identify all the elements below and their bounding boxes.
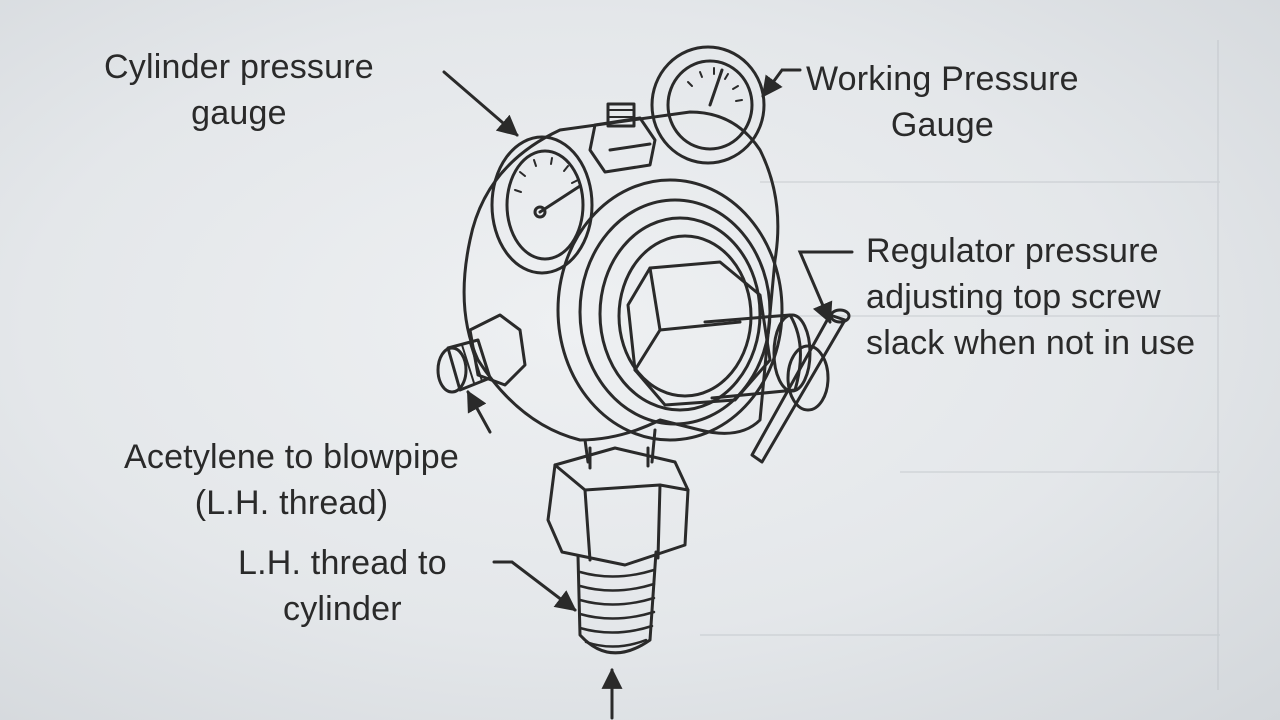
regulator-body [462, 110, 780, 442]
label-working-pressure-gauge: Working Pressure Gauge [806, 56, 1079, 148]
label-line: Acetylene to blowpipe [124, 438, 459, 476]
arrow-acetylene-outlet [466, 390, 492, 434]
arrow-regulator-screw [797, 250, 854, 324]
leader-arrows [442, 68, 854, 720]
working-pressure-gauge [650, 45, 766, 165]
label-line: Regulator pressure [866, 232, 1159, 270]
label-line: L.H. thread to [238, 544, 447, 582]
arrow-cylinder-gauge [442, 70, 519, 137]
label-lh-thread-to-cylinder: L.H. thread to cylinder [238, 540, 447, 632]
arrow-working-gauge [761, 68, 802, 98]
outlet-nipple [436, 313, 527, 394]
inlet-hex-nut [546, 446, 690, 567]
label-line: slack when not in use [866, 324, 1196, 362]
label-line: adjusting top screw [866, 278, 1161, 316]
regulator-bonnet [556, 178, 784, 442]
label-line: (L.H. thread) [194, 484, 389, 522]
threaded-stem [576, 550, 658, 655]
adjusting-hex-body [626, 260, 772, 407]
label-cylinder-pressure-gauge: Cylinder pressure gauge [104, 44, 374, 136]
label-acetylene-to-blowpipe: Acetylene to blowpipe (L.H. thread) [124, 434, 459, 526]
label-regulator-pressure-screw: Regulator pressure adjusting top screw s… [866, 228, 1195, 366]
label-line: gauge [191, 94, 287, 132]
label-line: Working Pressure [806, 60, 1079, 98]
label-line: Gauge [890, 106, 994, 144]
top-hex-nut [588, 102, 657, 174]
label-line: cylinder [283, 590, 402, 628]
label-line: Cylinder pressure [104, 48, 374, 86]
arrow-cylinder-thread [492, 560, 577, 612]
cylinder-pressure-gauge [490, 135, 594, 275]
